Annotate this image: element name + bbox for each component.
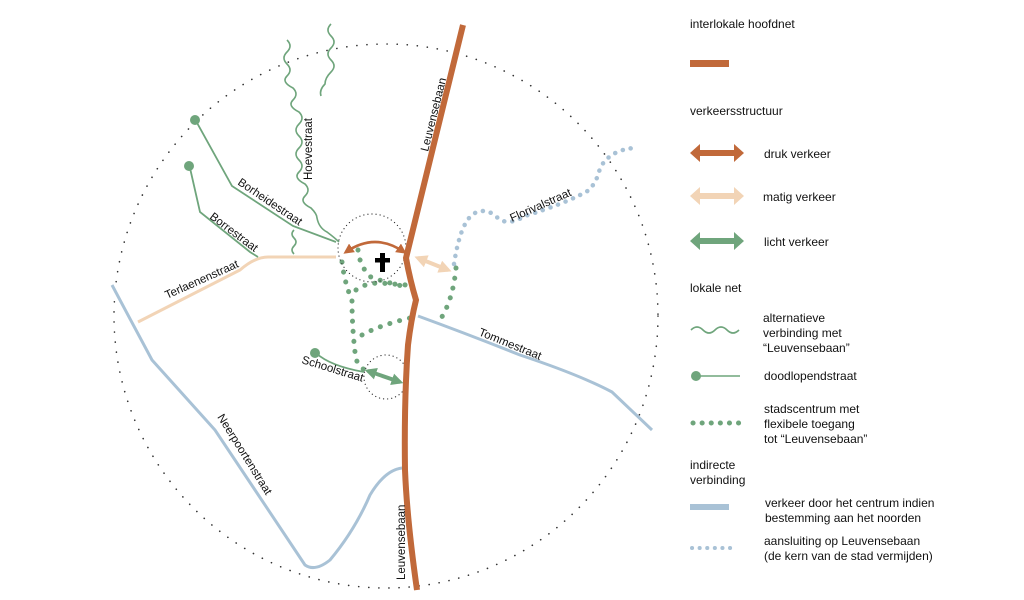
hoevestraat-branch	[319, 23, 335, 97]
green-dotted-line-icon	[690, 420, 748, 426]
legend-city-centre-label: stadscentrum met flexibele toegang tot “…	[764, 402, 868, 446]
main-road-swatch	[690, 60, 729, 67]
legend-dead-end-label: doodlopendstraat	[764, 369, 857, 383]
study-area-boundary	[113, 43, 659, 589]
blue-solid-line-icon	[690, 504, 729, 510]
neerpoortenstraat-road	[110, 284, 403, 570]
label-neerpoortenstraat: Neerpoortenstraat	[214, 412, 274, 498]
busy-traffic-arrow	[343, 240, 407, 254]
borheidestraat-road	[195, 120, 337, 243]
legend-connection-leuvensebaan-label: aansluiting op Leuvensebaan (de kern van…	[764, 534, 933, 563]
church-cross-icon	[375, 253, 390, 272]
legend-indirect-heading: indirecte verbinding	[690, 458, 746, 487]
borrestraat-dead-end	[184, 161, 194, 171]
double-arrow-light-icon	[690, 232, 744, 250]
legend-busy-traffic-label: druk verkeer	[764, 147, 831, 161]
label-terlaenenstraat: Terlaenenstraat	[163, 258, 241, 302]
legend-main-network-heading: interlokale hoofdnet	[690, 17, 795, 31]
legend-local-network-heading: lokale net	[690, 281, 742, 295]
legend-traffic-structure-heading: verkeersstructuur	[690, 104, 783, 118]
double-arrow-moderate-icon	[690, 187, 744, 205]
moderate-traffic-arrow	[414, 255, 452, 273]
label-tommestraat: Tommestraat	[477, 327, 544, 363]
borrestraat-road	[189, 167, 259, 258]
double-arrow-busy-icon	[690, 144, 744, 162]
city-centre-loop	[339, 247, 459, 373]
borheidestraat-dead-end	[190, 115, 200, 125]
label-florivalstraat: Florivalstraat	[508, 187, 574, 225]
tommestraat-road	[417, 314, 654, 432]
legend-through-centre-label: verkeer door het centrum indien bestemmi…	[765, 496, 935, 525]
legend: interlokale hoofdnet verkeersstructuur d…	[690, 0, 1020, 600]
label-borrestraat: Borrestraat	[207, 211, 260, 255]
label-leuvensebaan-south: Leuvensebaan	[396, 505, 408, 580]
wavy-line-icon	[690, 326, 740, 334]
legend-moderate-traffic-label: matig verkeer	[763, 190, 836, 204]
legend-light-traffic-label: licht verkeer	[764, 235, 829, 249]
label-borheidestraat: Borheidestraat	[235, 177, 304, 229]
borheide-wavy-spur	[291, 229, 297, 255]
dead-end-line-icon	[691, 371, 740, 381]
light-traffic-arrow	[364, 368, 404, 385]
blue-dotted-line-icon	[690, 546, 738, 550]
label-hoevestraat: Hoevestraat	[303, 117, 315, 180]
leuvensebaan-road	[401, 24, 466, 591]
legend-alternative-connection-label: alternatieve verbinding met “Leuvensebaa…	[763, 311, 850, 355]
hoevestraat-road	[283, 39, 340, 243]
terlaenenstraat-road	[137, 255, 336, 324]
schoolstraat-dead-end	[310, 348, 320, 358]
